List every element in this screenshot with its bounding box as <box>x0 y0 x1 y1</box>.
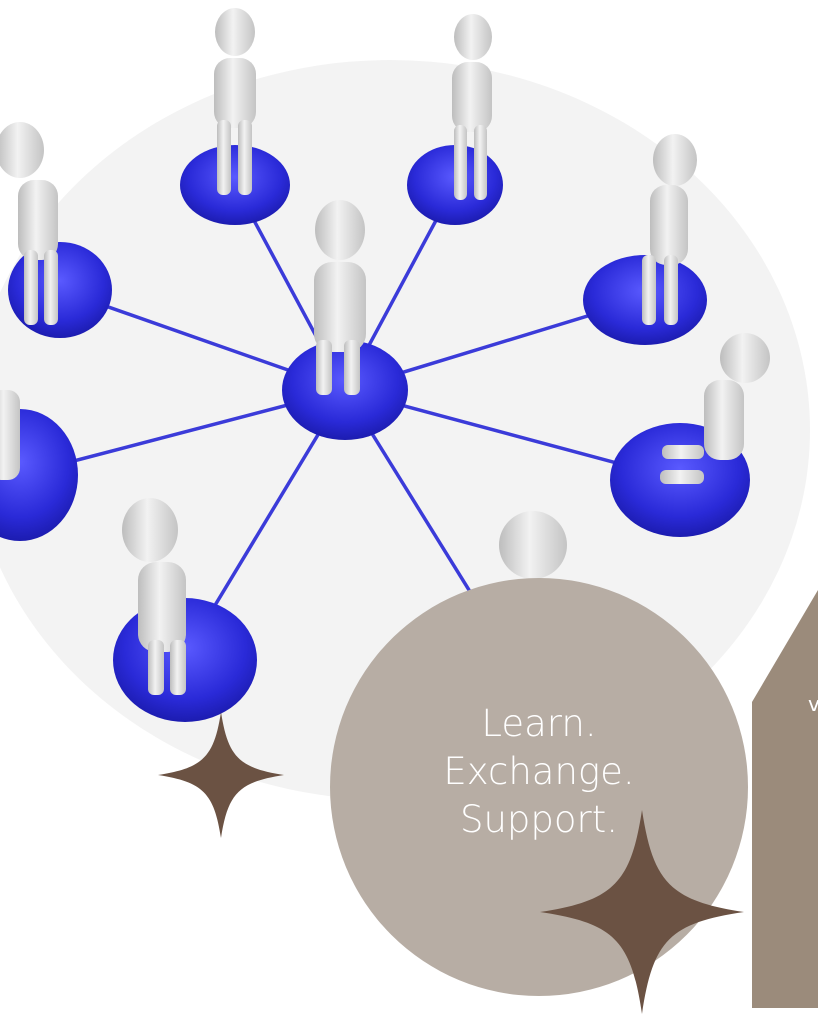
tagline-support: Support. <box>459 798 619 841</box>
sparkle-icon <box>540 810 744 1014</box>
tagline-circle: Learn. Exchange. Support. <box>330 578 748 996</box>
side-panel-text-fragment: v <box>808 692 818 716</box>
figure-group <box>0 8 770 695</box>
sparkle-icon <box>158 712 284 838</box>
tagline-learn: Learn. <box>481 702 597 745</box>
tagline-text: Learn. Exchange. Support. <box>443 700 634 844</box>
tagline-exchange: Exchange. <box>443 750 635 793</box>
